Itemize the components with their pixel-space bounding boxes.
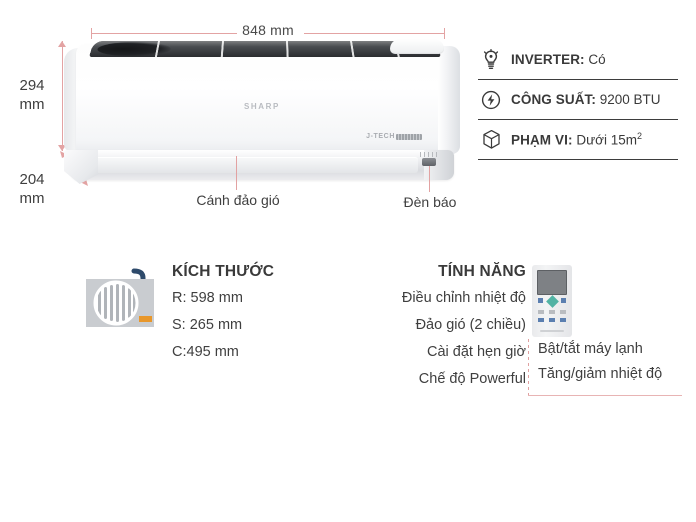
remote-button: [560, 310, 566, 314]
specifications-panel: INVERTER: Có CÔNG SUẤT: 9200 BTU: [478, 40, 678, 160]
power-bolt-icon: [480, 88, 502, 112]
ac-air-swing-vane: [70, 150, 454, 180]
remote-display-screen: [537, 270, 567, 295]
jtech-inverter-badge: J-TECH: [366, 133, 422, 140]
indicator-callout-label: Đèn báo: [403, 194, 457, 210]
spec-key-room-area: PHẠM VI:: [511, 132, 573, 148]
spec-text-capacity: CÔNG SUẤT: 9200 BTU: [511, 92, 661, 107]
spec-separator: [478, 159, 678, 160]
spec-key-capacity: CÔNG SUẤT:: [511, 92, 596, 107]
size-line-width: R: 598 mm: [172, 290, 243, 306]
ac-top-cover-cap: [390, 39, 444, 54]
depth-dim-value: 204: [19, 171, 45, 188]
size-line-depth: S: 265 mm: [172, 317, 243, 333]
height-dim-unit: mm: [19, 96, 45, 113]
sharp-brand-logo: SHARP: [243, 102, 281, 111]
feature-item: Chế độ Powerful: [418, 371, 526, 387]
outdoor-unit-icon: [84, 268, 156, 330]
bracket-baseline: [528, 395, 682, 396]
spec-value-inverter: Có: [588, 52, 606, 67]
spec-value-room-area: Dưới 15m: [576, 132, 637, 148]
air-conditioner-indoor-unit: SHARP J-TECH: [60, 38, 462, 186]
jtech-badge-text: J-TECH: [366, 133, 395, 140]
height-dim-value: 294: [19, 77, 45, 94]
size-text-group: KÍCH THƯỚC R: 598 mm S: 265 mm C:495 mm: [172, 263, 332, 371]
bracket-dashed-line: [528, 339, 529, 395]
height-dimension: [56, 41, 70, 151]
remote-button: [549, 318, 555, 322]
spec-separator: [478, 79, 678, 80]
features-block: TÍNH NĂNG Điều chỉnh nhiệt độ Đảo gió (2…: [356, 263, 692, 423]
remote-button: [561, 298, 566, 303]
spec-key-inverter: INVERTER:: [511, 52, 585, 67]
feature-item: Điều chỉnh nhiệt độ: [401, 290, 526, 306]
remote-function-label: Tăng/giảm nhiệt độ: [538, 366, 663, 382]
ac-indicator-dots: [420, 152, 440, 157]
ac-right-side-panel: [438, 46, 460, 154]
jtech-badge-chip: [396, 133, 422, 140]
height-dim-arrow-bottom: [58, 145, 66, 151]
remote-functions-bracket: Bật/tắt máy lạnh Tăng/giảm nhiệt độ: [528, 339, 686, 403]
depth-dimension-label: 204 mm: [8, 170, 56, 208]
spec-value-room-area-superscript: 2: [636, 131, 642, 142]
depth-dim-unit: mm: [19, 190, 45, 207]
ac-front-panel: SHARP J-TECH: [76, 44, 448, 154]
spec-value-capacity: 9200 BTU: [599, 92, 661, 107]
spec-row-inverter: INVERTER: Có: [478, 40, 678, 79]
feature-item: Cài đặt hẹn giờ: [427, 344, 526, 360]
width-dim-line-right: [304, 33, 444, 34]
remote-bottom-bar: [540, 330, 564, 332]
remote-button: [538, 310, 544, 314]
ac-intake-grille: [88, 41, 442, 58]
remote-button: [560, 318, 566, 322]
vane-callout-leader: [236, 156, 237, 190]
ac-indicator-lamp: [422, 158, 436, 166]
remote-control-icon: [532, 265, 572, 337]
vane-callout-label: Cánh đảo gió: [196, 192, 280, 208]
height-dim-arrow-top: [58, 41, 66, 47]
feature-item: Đảo gió (2 chiều): [415, 317, 526, 333]
remote-button: [538, 298, 543, 303]
height-dimension-label: 294 mm: [8, 76, 56, 114]
remote-function-label: Bật/tắt máy lạnh: [538, 341, 643, 357]
room-box-icon: [480, 128, 502, 152]
remote-button: [538, 318, 544, 322]
width-dimension: 848 mm: [88, 22, 448, 44]
lightbulb-icon: [480, 48, 502, 72]
ac-grille-shadow: [95, 41, 172, 57]
ac-grille-slat: [220, 41, 224, 58]
width-dim-cap-right: [444, 28, 445, 39]
spec-separator: [478, 119, 678, 120]
spec-text-inverter: INVERTER: Có: [511, 52, 606, 67]
width-dim-line-left: [92, 33, 237, 34]
spec-text-room-area: PHẠM VI: Dưới 15m2: [511, 131, 642, 148]
height-dim-line: [62, 41, 63, 151]
remote-button: [549, 310, 555, 314]
features-list: TÍNH NĂNG Điều chỉnh nhiệt độ Đảo gió (2…: [356, 263, 526, 398]
width-dim-cap-left: [91, 28, 92, 39]
size-block-title: KÍCH THƯỚC: [172, 263, 275, 280]
width-dimension-label: 848 mm: [242, 22, 294, 38]
spec-row-capacity: CÔNG SUẤT: 9200 BTU: [478, 80, 678, 119]
spec-row-room-area: PHẠM VI: Dưới 15m2: [478, 120, 678, 159]
size-line-height: C:495 mm: [172, 344, 239, 360]
features-block-title: TÍNH NĂNG: [438, 263, 526, 280]
ac-vane-inner: [84, 157, 418, 173]
indicator-callout-leader: [429, 166, 430, 192]
